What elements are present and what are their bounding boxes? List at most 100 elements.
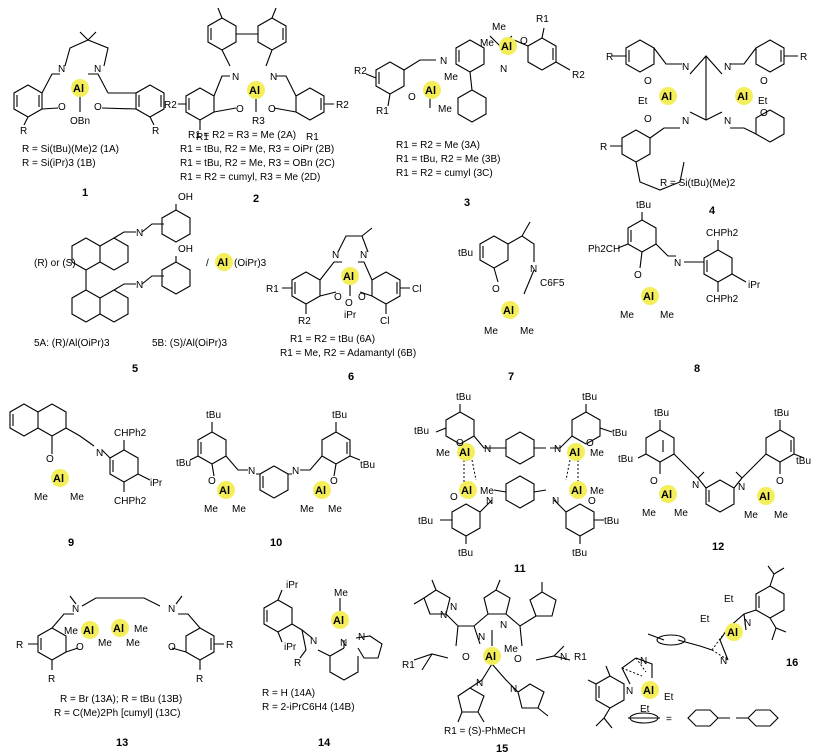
compound-13-structure bbox=[28, 595, 224, 670]
atom-cl: Cl bbox=[412, 284, 421, 295]
atom-n: N bbox=[552, 496, 559, 507]
compound-2-number: 2 bbox=[253, 193, 259, 205]
atom-tbu: tBu bbox=[618, 454, 633, 465]
atom-tbu: tBu bbox=[654, 408, 669, 419]
atom-n: N bbox=[484, 444, 491, 455]
atom-n: N bbox=[58, 64, 65, 75]
compound-3-label-3B: R1 = tBu, R2 = Me (3B) bbox=[396, 154, 501, 165]
atom-o: O bbox=[168, 642, 176, 653]
atom-r2: R2 bbox=[572, 70, 585, 81]
compound-9-atoms: O N CHPh2 CHPh2 iPr Al Me Me bbox=[34, 428, 163, 507]
compound-16-structure bbox=[587, 565, 787, 729]
compound-1-label-1A: R = Si(tBu)(Me)2 (1A) bbox=[22, 144, 119, 155]
atom-me: Me bbox=[520, 326, 534, 337]
atom-r2: R2 bbox=[164, 100, 177, 111]
atom-me: Me bbox=[744, 510, 758, 521]
compound-14-atoms: iPr iPr R N Al Me N N bbox=[284, 580, 365, 669]
atom-tbu: tBu bbox=[176, 458, 191, 469]
atom-me: Me bbox=[70, 492, 84, 503]
atom-r: R bbox=[606, 52, 613, 63]
atom-r: R bbox=[48, 674, 55, 685]
atom-al: Al bbox=[217, 257, 228, 269]
atom-al: Al bbox=[569, 447, 580, 459]
atom-r: R bbox=[152, 126, 159, 137]
atom-me: Me bbox=[64, 626, 78, 637]
atom-o: O bbox=[588, 496, 596, 507]
atom-n: N bbox=[720, 656, 727, 667]
compound-16-number: 16 bbox=[786, 657, 798, 669]
compound-5-number: 5 bbox=[132, 363, 138, 375]
atom-al: Al bbox=[83, 625, 94, 637]
atom-me: Me bbox=[444, 72, 458, 83]
compound-12-structure bbox=[637, 420, 805, 513]
atom-al: Al bbox=[727, 627, 738, 639]
atom-me: Me bbox=[300, 504, 314, 515]
atom-r1: R1 bbox=[536, 14, 549, 25]
atom-o: O bbox=[334, 292, 342, 303]
atom-tbu: tBu bbox=[206, 410, 221, 421]
compound-15-number: 15 bbox=[496, 743, 508, 755]
compound-1-structure bbox=[13, 31, 165, 126]
atom-n: N bbox=[440, 610, 447, 621]
compound-6-atoms: N N Al O O O iPr R1 R2 Cl Cl bbox=[266, 250, 421, 327]
atom-al: Al bbox=[113, 623, 124, 635]
atom-n: N bbox=[332, 250, 339, 261]
atom-r: R bbox=[800, 52, 807, 63]
atom-o: O bbox=[650, 476, 658, 487]
atom-tbu: tBu bbox=[774, 408, 789, 419]
compound-13-number: 13 bbox=[116, 737, 128, 749]
atom-me: Me bbox=[126, 638, 140, 649]
compound-11-number: 11 bbox=[514, 563, 526, 575]
atom-n: N bbox=[530, 264, 537, 275]
atom-cl: Cl bbox=[380, 316, 389, 327]
atom-n: N bbox=[476, 678, 483, 689]
compound-6-label-6A: R1 = R2 = tBu (6A) bbox=[290, 334, 375, 345]
atom-me: Me bbox=[436, 448, 450, 459]
atom-oh: OH bbox=[178, 192, 193, 203]
atom-r1: R1 bbox=[196, 132, 209, 143]
atom-al: Al bbox=[503, 305, 514, 317]
atom-r2: R2 bbox=[354, 66, 367, 77]
atom-oipr3: (OiPr)3 bbox=[234, 258, 267, 269]
atom-o: O bbox=[58, 102, 66, 113]
atom-r: R bbox=[226, 640, 233, 651]
compound-3-atoms: N Al O Me Me N Al O Me Me R1 R2 R1 R2 bbox=[354, 14, 585, 117]
atom-et: Et bbox=[758, 96, 768, 107]
atom-c6f5: C6F5 bbox=[540, 278, 565, 289]
compound-2-structure bbox=[178, 7, 334, 130]
atom-o: O bbox=[345, 298, 353, 309]
atom-n: N bbox=[340, 638, 347, 649]
atom-r3: R3 bbox=[252, 116, 265, 127]
atom-o: O bbox=[208, 476, 216, 487]
atom-al: Al bbox=[501, 41, 512, 53]
atom-et: Et bbox=[700, 614, 710, 625]
compound-7-number: 7 bbox=[508, 371, 514, 383]
atom-r: R bbox=[16, 640, 23, 651]
atom-al: Al bbox=[425, 85, 436, 97]
atom-n: N bbox=[682, 62, 689, 73]
atom-r: R bbox=[294, 658, 301, 669]
atom-o: O bbox=[514, 654, 522, 665]
compound-8-atoms: tBu Ph2CH O N CHPh2 CHPh2 iPr Al Me Me bbox=[588, 200, 761, 321]
atom-o: O bbox=[462, 652, 470, 663]
atom-al: Al bbox=[661, 91, 672, 103]
compound-4-number: 4 bbox=[709, 205, 716, 217]
compound-6-number: 6 bbox=[348, 371, 354, 383]
atom-n: N bbox=[724, 116, 731, 127]
compound-5-label-5B: 5B: (S)/Al(OiPr)3 bbox=[152, 338, 227, 349]
atom-al: Al bbox=[661, 489, 672, 501]
compound-2-label-2C: R1 = tBu, R2 = Me, R3 = OBn (2C) bbox=[180, 158, 335, 169]
atom-me: Me bbox=[674, 508, 688, 519]
compound-13-label-13C: R = C(Me)2Ph [cumyl] (13C) bbox=[54, 708, 180, 719]
compound-14-label-14B: R = 2-iPrC6H4 (14B) bbox=[262, 702, 355, 713]
atom-chph2: CHPh2 bbox=[706, 228, 739, 239]
atom-tbu: tBu bbox=[582, 392, 597, 403]
atom-me: Me bbox=[34, 492, 48, 503]
compound-12-atoms: tBu tBu tBu tBu O N Al Me Me N O Al Me M… bbox=[618, 408, 811, 521]
atom-al: Al bbox=[459, 447, 470, 459]
atom-o: O bbox=[634, 270, 642, 281]
atom-me: Me bbox=[660, 310, 674, 321]
atom-o: O bbox=[492, 284, 500, 295]
compound-4-structure bbox=[610, 39, 798, 191]
compound-16-legend-equals: = bbox=[666, 714, 672, 725]
